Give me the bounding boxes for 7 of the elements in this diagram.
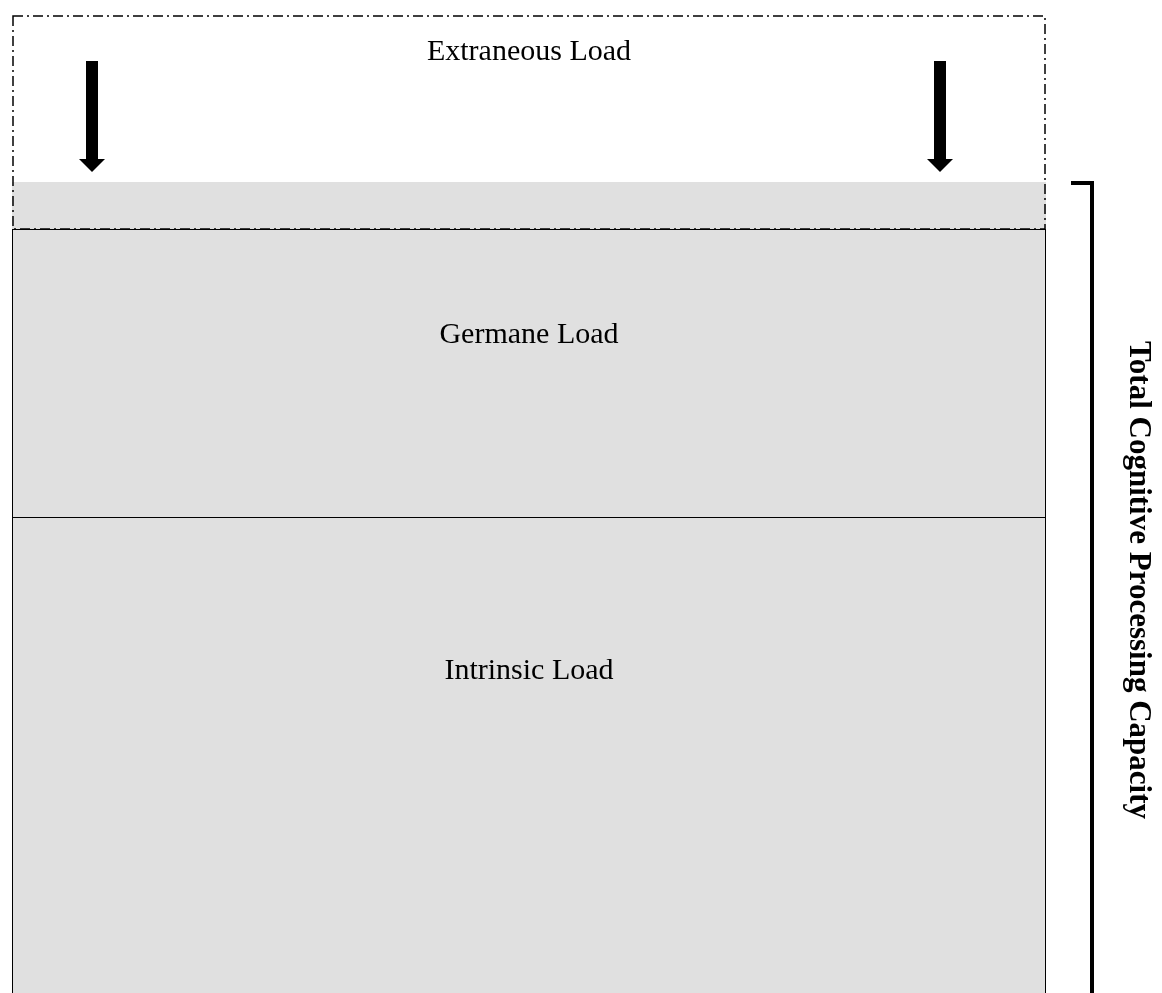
layer-label: Extraneous Load bbox=[425, 33, 633, 67]
side-label: Total Cognitive Processing Capacity bbox=[1122, 341, 1158, 819]
layer-label: Germane Load bbox=[438, 316, 620, 350]
extraneous-load-box bbox=[12, 15, 1046, 230]
load-layer-box bbox=[12, 229, 1046, 518]
load-layer-box bbox=[12, 517, 1046, 993]
layer-label: Intrinsic Load bbox=[443, 652, 615, 686]
